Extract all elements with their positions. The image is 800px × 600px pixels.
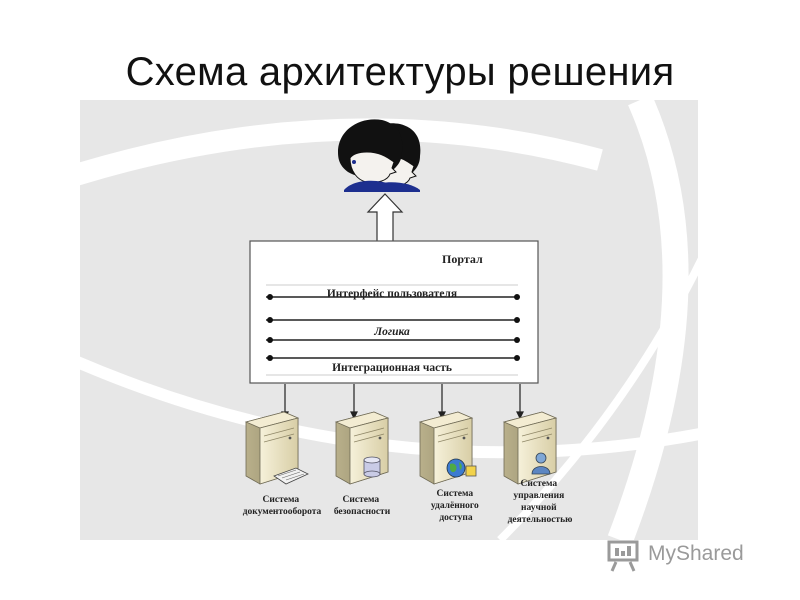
layer-label-integration: Интеграционная часть (332, 362, 452, 374)
server-icon (244, 411, 300, 485)
server-remote-access (418, 411, 477, 485)
server-document-management (244, 411, 309, 485)
globe-icon (446, 458, 477, 478)
database-cylinder-icon (363, 456, 381, 478)
layer-logic: Логика (266, 317, 520, 343)
server-label-1: Система документооборота (243, 495, 322, 517)
architecture-diagram: Портал Интерфейс пользователя Логика (80, 100, 698, 540)
scanner-icon (273, 467, 309, 485)
server-science-management (502, 411, 558, 485)
server-icon (418, 411, 474, 485)
layer-user-interface: Интерфейс пользователя (266, 284, 520, 300)
layer-integration: Интеграционная часть (266, 355, 520, 376)
portal-title: Портал (442, 252, 483, 266)
presentation-board-icon (607, 540, 639, 572)
portal-box: Портал Интерфейс пользователя Логика (249, 240, 539, 384)
myshared-watermark: MyShared (606, 538, 776, 572)
slide-title: Схема архитектуры решения (125, 50, 675, 94)
server-security (334, 411, 390, 485)
watermark-text: MyShared (648, 542, 744, 565)
users-icon (338, 119, 421, 192)
server-label-4: Система управления научной деятельностью (508, 479, 573, 525)
server-label-2: Система безопасности (334, 495, 391, 517)
user-icon (531, 452, 551, 475)
layer-label-ui: Интерфейс пользователя (327, 288, 457, 300)
server-connectors (281, 384, 524, 420)
server-label-3: Система удалённого доступа (431, 489, 481, 523)
layer-label-logic: Логика (373, 326, 410, 338)
